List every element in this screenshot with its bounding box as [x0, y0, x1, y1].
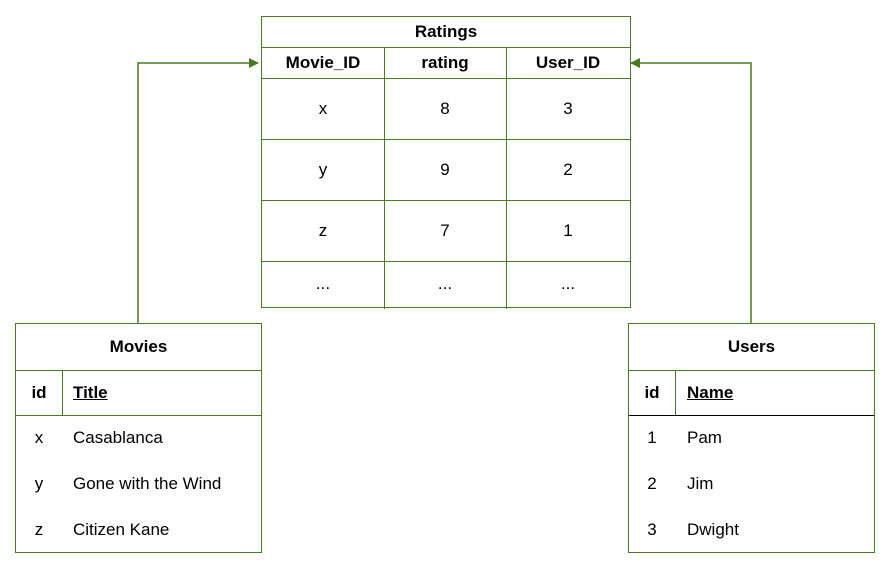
movies-table-title: Movies: [109, 337, 168, 356]
table-cell: 1: [647, 427, 657, 447]
divider: [262, 78, 630, 79]
divider: [262, 47, 630, 48]
table-cell: 8: [440, 98, 450, 118]
divider: [506, 47, 507, 309]
table-cell: Citizen Kane: [73, 519, 170, 539]
table-cell: x: [34, 427, 44, 447]
column-header: Movie_ID: [285, 52, 361, 72]
column-header: rating: [421, 52, 469, 72]
table-cell: 1: [563, 220, 573, 240]
movies-table: Movies id Title x Casablanca y Gone with…: [15, 323, 262, 553]
table-cell: y: [318, 159, 328, 179]
divider: [629, 415, 874, 416]
users-table: Users id Name 1 Pam 2 Jim 3 Dwight: [628, 323, 875, 553]
table-cell: Dwight: [687, 519, 739, 539]
table-cell: 9: [440, 159, 450, 179]
column-header: User_ID: [535, 52, 601, 72]
divider: [262, 139, 630, 140]
table-cell: Jim: [687, 473, 714, 493]
table-cell: x: [318, 98, 328, 118]
divider: [675, 370, 676, 415]
ratings-table-title: Ratings: [414, 22, 478, 41]
column-header: id: [644, 382, 660, 402]
divider: [384, 47, 385, 309]
table-cell: 7: [440, 220, 450, 240]
divider: [16, 370, 261, 371]
table-cell: y: [34, 473, 44, 493]
table-cell: ...: [437, 274, 453, 293]
table-cell: Casablanca: [73, 427, 163, 447]
divider: [629, 370, 874, 371]
divider: [16, 415, 261, 416]
table-cell: 3: [647, 519, 657, 539]
table-cell: Pam: [687, 427, 722, 447]
table-cell: 2: [647, 473, 657, 493]
table-cell: ...: [315, 274, 331, 293]
users-to-ratings-arrow: [630, 58, 752, 323]
ratings-table: Ratings Movie_ID rating User_ID x 8 3 y …: [261, 16, 631, 309]
table-cell: Gone with the Wind: [73, 473, 222, 493]
divider: [62, 370, 63, 415]
column-header: Name: [687, 382, 734, 402]
users-table-title: Users: [727, 337, 776, 356]
table-cell: z: [34, 519, 44, 539]
movies-to-ratings-arrow: [137, 58, 259, 323]
table-cell: ...: [560, 274, 576, 293]
table-cell: 3: [563, 98, 573, 118]
divider: [262, 200, 630, 201]
table-cell: z: [318, 220, 328, 240]
table-cell: 2: [563, 159, 573, 179]
divider: [262, 261, 630, 262]
column-header: Title: [73, 382, 108, 402]
column-header: id: [31, 382, 47, 402]
